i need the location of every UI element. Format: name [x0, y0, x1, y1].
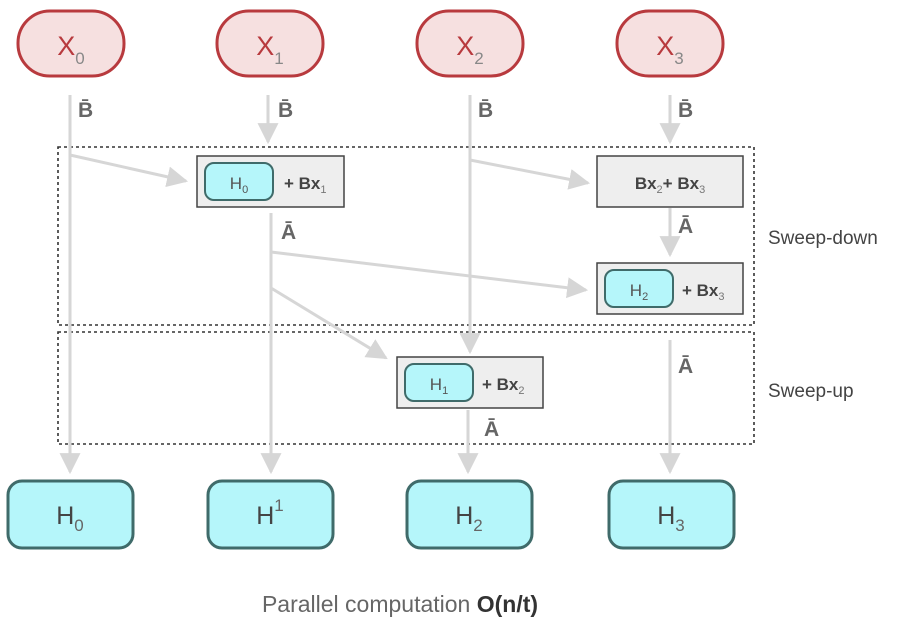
a-label: Ā [678, 355, 693, 378]
op-x-sub: 3 [718, 291, 724, 303]
op-h-sub: 0 [242, 184, 248, 196]
output-node-h2: H2 [405, 479, 534, 550]
input-var: X [656, 31, 674, 61]
input-node-x0: X0 [16, 9, 126, 78]
input-node-x1: X1 [215, 9, 325, 78]
svg-text:H1: H1 [256, 496, 284, 530]
svg-text:H2: H2 [630, 281, 648, 303]
op-h: H [230, 174, 242, 193]
arrows [59, 95, 681, 475]
op-box-bx2-bx3: Bx2+ Bx3 [596, 155, 744, 208]
input-sub: 1 [274, 49, 283, 68]
op-b-sub: 3 [699, 184, 705, 196]
b-label: B̄ [478, 99, 493, 122]
output-var: H [657, 502, 675, 530]
a-label: Ā [678, 215, 693, 238]
svg-text:X3: X3 [656, 31, 683, 68]
b-label: B̄ [278, 99, 293, 122]
input-sub: 0 [75, 49, 84, 68]
svg-text:H0: H0 [56, 502, 84, 535]
output-var: H [455, 502, 473, 530]
op-h: H [630, 281, 642, 300]
op-x-sub: 2 [518, 385, 524, 397]
sweep-up-label: Sweep-up [768, 381, 854, 402]
op-plus: + Bx [284, 174, 321, 193]
output-sub: 0 [74, 516, 83, 535]
caption-complexity: O(n/t) [477, 591, 538, 617]
svg-text:H0: H0 [230, 174, 248, 196]
op-h-sub: 1 [442, 385, 448, 397]
b-label: B̄ [78, 99, 93, 122]
output-node-h0: H0 [6, 479, 135, 550]
svg-text:+ Bx3: + Bx3 [682, 281, 725, 303]
svg-text:X0: X0 [57, 31, 84, 68]
output-node-h3: H3 [607, 479, 736, 550]
arrow-x0-h0bx1 [69, 153, 189, 188]
output-var: H [256, 502, 274, 530]
svg-text:X2: X2 [456, 31, 483, 68]
input-sub: 3 [674, 49, 683, 68]
op-h: H [430, 375, 442, 394]
svg-text:Bx2+ Bx3: Bx2+ Bx3 [635, 174, 705, 196]
op-x-sub: 1 [320, 184, 326, 196]
svg-text:H1: H1 [430, 375, 448, 397]
a-label: Ā [281, 221, 296, 244]
arrow-op-h2bx3 [270, 250, 589, 299]
sweep-up-region [57, 331, 755, 445]
op-box-h0-bx1: H0 + Bx1 [196, 155, 345, 208]
op-box-h1-bx2: H1 + Bx2 [396, 356, 544, 409]
svg-text:H2: H2 [455, 502, 483, 535]
op-plus: + Bx [663, 174, 700, 193]
arrow-x2-bx2bx3 [469, 158, 591, 190]
op-plus: + Bx [682, 281, 719, 300]
op-h-sub: 2 [642, 291, 648, 303]
input-sub: 2 [474, 49, 483, 68]
svg-text:+ Bx2: + Bx2 [482, 375, 525, 397]
svg-text:X1: X1 [256, 31, 283, 68]
op-box-h2-bx3: H2 + Bx3 [596, 262, 744, 315]
b-label: B̄ [678, 99, 693, 122]
op-plus: + Bx [482, 375, 519, 394]
svg-text:H3: H3 [657, 502, 685, 535]
sweep-down-label: Sweep-down [768, 228, 878, 249]
output-var: H [56, 502, 74, 530]
a-label: Ā [484, 418, 499, 441]
output-sup: 1 [274, 496, 283, 515]
caption: Parallel computation O(n/t) [262, 591, 538, 617]
sweep-down-region [57, 146, 755, 326]
input-var: X [256, 31, 274, 61]
svg-text:+ Bx1: + Bx1 [284, 174, 327, 196]
input-var: X [456, 31, 474, 61]
output-node-h1: H1 [206, 479, 335, 550]
op-a: Bx [635, 174, 657, 193]
op-a-sub: 2 [657, 184, 663, 196]
output-sub: 3 [675, 516, 684, 535]
input-node-x3: X3 [615, 9, 725, 78]
input-var: X [57, 31, 75, 61]
input-node-x2: X2 [415, 9, 525, 78]
caption-prefix: Parallel computation [262, 591, 477, 617]
output-sub: 2 [473, 516, 482, 535]
arrow-op-h1bx2 [270, 286, 388, 360]
